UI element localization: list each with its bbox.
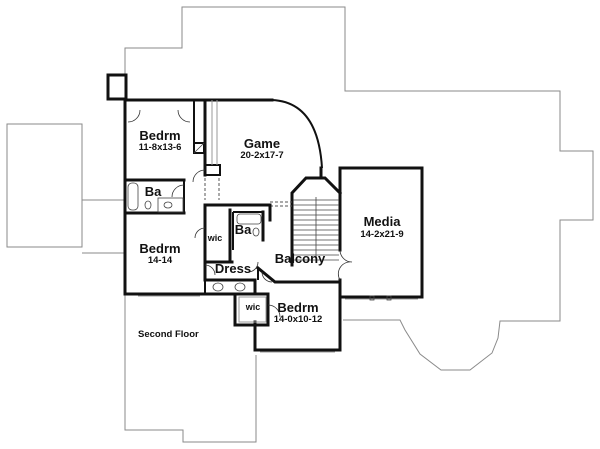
room-label-wic-2: wic <box>245 302 261 312</box>
room-label-wic-1: wic <box>207 233 223 243</box>
room-label-ba-2: Ba <box>235 222 252 237</box>
room-label-game: Game <box>244 136 280 151</box>
bath-fixtures <box>127 182 262 237</box>
room-label-balcony: Balcony <box>275 251 326 266</box>
room-dim-game: 20-2x17-7 <box>240 150 283 161</box>
room-label-ba-1: Ba <box>145 184 162 199</box>
room-label-bedrm-3: Bedrm <box>277 300 318 315</box>
room-label-bedrm-1: Bedrm <box>139 128 180 143</box>
room-dim-bedrm-3: 14-0x10-12 <box>274 314 323 325</box>
exterior-walls <box>123 98 424 352</box>
windows <box>138 295 418 353</box>
roof-outline <box>6 6 594 443</box>
floor-label: Second Floor <box>138 329 199 340</box>
doors <box>127 109 353 318</box>
room-label-dress: Dress <box>215 261 251 276</box>
room-dim-media: 14-2x21-9 <box>360 229 403 240</box>
interior-walls <box>123 98 292 323</box>
room-label-media: Media <box>364 214 402 229</box>
room-dim-bedrm-1: 11-8x13-6 <box>139 142 182 153</box>
staircase <box>293 197 339 262</box>
room-label-bedrm-2: Bedrm <box>139 241 180 256</box>
room-dim-bedrm-2: 14-14 <box>148 255 173 266</box>
chimney <box>106 73 128 101</box>
